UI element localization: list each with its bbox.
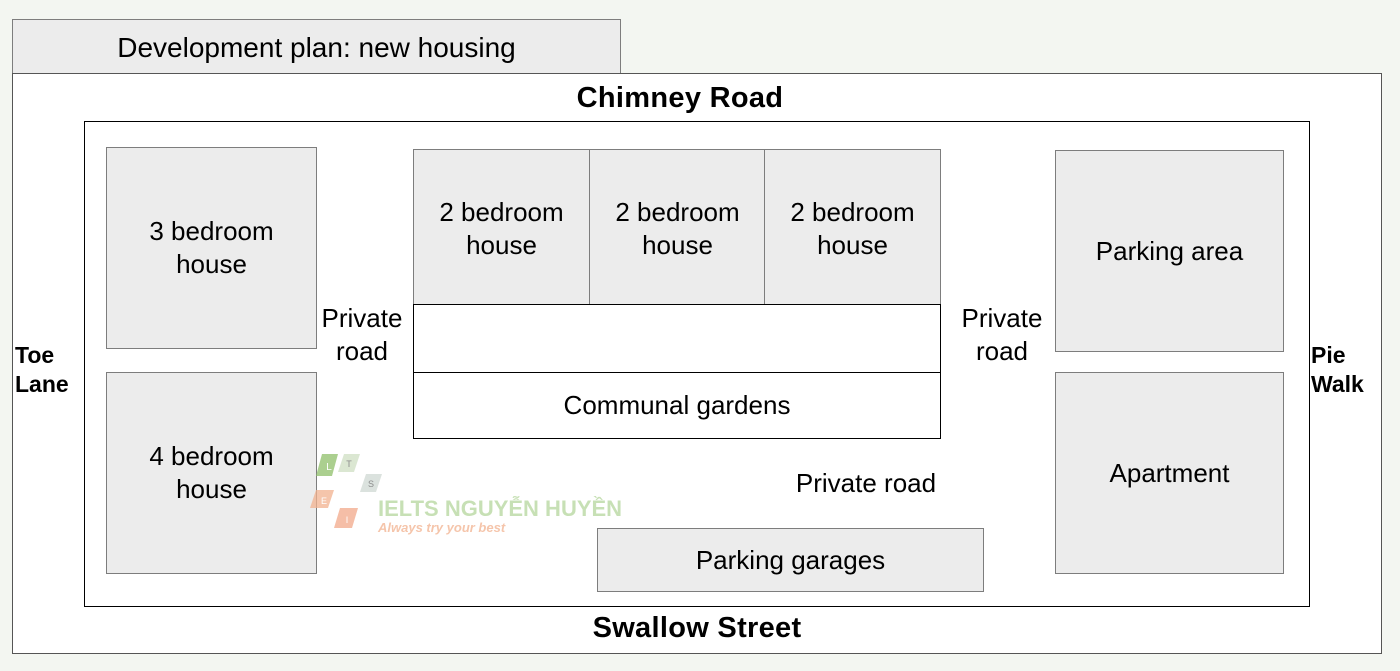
east-road-label: Pie Walk — [1311, 342, 1364, 397]
apartment: Apartment — [1055, 372, 1284, 574]
communal-gardens-upper — [413, 304, 941, 373]
private-road-left-label: Private road — [321, 303, 403, 366]
svg-text:S: S — [368, 479, 374, 489]
title-tab: Development plan: new housing — [12, 19, 621, 75]
parking-garages-label: Parking garages — [695, 544, 886, 575]
parking-area-label: Parking area — [1095, 235, 1244, 266]
svg-text:I: I — [346, 515, 349, 525]
south-road-label: Swallow Street — [592, 612, 802, 644]
svg-text:L: L — [326, 462, 332, 473]
parking-area: Parking area — [1055, 150, 1284, 352]
parking-garages: Parking garages — [597, 528, 984, 592]
communal-gardens: Communal gardens — [413, 372, 941, 439]
watermark: L T S E I IELTS NGUYỄN HUYỀN Always try … — [308, 448, 648, 538]
watermark-logo-icon: L T S E I — [310, 454, 382, 528]
diagram-title: Development plan: new housing — [117, 32, 516, 63]
svg-text:T: T — [346, 459, 352, 469]
communal-gardens-label: Communal gardens — [563, 390, 791, 420]
private-road-bottom-label: Private road — [795, 468, 937, 498]
west-road-label: Toe Lane — [15, 342, 69, 397]
watermark-slogan: Always try your best — [378, 520, 506, 535]
north-road-label: Chimney Road — [576, 82, 784, 114]
private-road-right-label: Private road — [961, 303, 1043, 366]
svg-text:E: E — [321, 496, 327, 506]
watermark-name: IELTS NGUYỄN HUYỀN — [378, 496, 623, 521]
apartment-label: Apartment — [1109, 457, 1230, 488]
